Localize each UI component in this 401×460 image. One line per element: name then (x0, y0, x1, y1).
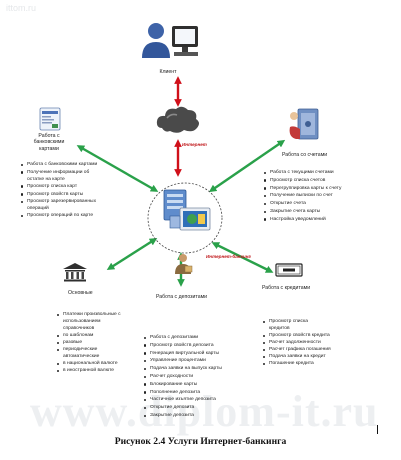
list-item: Работа с депозитами (144, 334, 270, 342)
list-item: Просмотр свойств депозита (144, 342, 270, 350)
list-item: Настройка уведомлений (264, 216, 390, 224)
basic-bank-building-icon (62, 262, 88, 287)
list-item: Получение информации об остатке на карте (21, 169, 105, 183)
list-item: Просмотр списка счетов (264, 177, 390, 185)
list-item: Управление процентами (144, 357, 270, 365)
internet-label: Интернет (182, 142, 207, 147)
list-item: Платежи произвольные с использованием сп… (57, 311, 127, 332)
list-item: Расчет доходности (144, 373, 270, 381)
list-item: Просмотр списка кредитов (263, 318, 325, 332)
bank-cards-list: Работа с банковскими картами Получение и… (20, 161, 147, 220)
client-computer-icon (138, 18, 206, 71)
accounts-safe-icon (288, 107, 320, 148)
bank-cards-icon (39, 107, 61, 136)
list-item: Открытие депозита (144, 404, 270, 412)
list-item: Просмотр свойств карты (21, 191, 147, 199)
arrow-credits-hub (211, 242, 274, 273)
arrow-basic-hub (106, 237, 158, 271)
accounts-label: Работа со счетами (282, 152, 328, 158)
arrow-cards-hub (76, 145, 159, 192)
list-item: в национальной валюте (57, 360, 127, 367)
client-label: Клиент (159, 69, 177, 75)
list-item: периодические автоматические (57, 346, 127, 360)
list-item: Перегруппировка карты к счету (264, 185, 390, 193)
internet-cloud-icon (154, 104, 202, 143)
bank-cards-label: Работа с банковскими картами (33, 133, 65, 152)
list-item: Генерация виртуальной карты (144, 350, 270, 358)
list-item: Подача заявки на выпуск карты (144, 365, 270, 373)
list-item: Просмотр зарезервированных операций (21, 198, 113, 212)
list-item: Закрытие депозита (144, 412, 270, 420)
credits-list: Просмотр списка кредитов Просмотр свойст… (262, 318, 355, 367)
basic-label: Основные (68, 290, 93, 296)
figure-caption: Рисунок 2.4 Услуги Интернет-банкинга (114, 436, 287, 447)
list-item: Просмотр списка карт (21, 183, 147, 191)
credits-banknote-icon (275, 263, 303, 282)
list-item: Работа с банковскими картами (21, 161, 147, 169)
list-item: Просмотр свойств кредита (263, 332, 355, 339)
deposits-list: Работа с депозитами Просмотр свойств деп… (143, 334, 270, 420)
list-item: по шаблонам (57, 332, 127, 339)
arrow-accounts-hub (208, 139, 286, 193)
list-item: Просмотр операций по карте (21, 212, 147, 220)
list-item: Расчет задолженности (263, 339, 355, 346)
list-item: Закрытие счета карты (264, 208, 390, 216)
text-cursor (377, 425, 378, 434)
list-item: в иностранной валюте (57, 367, 127, 374)
basic-list: Платежи произвольные с использованием сп… (56, 311, 127, 374)
credits-label: Работа с кредитами (262, 285, 311, 291)
list-item: Подача заявки на кредит (263, 353, 355, 360)
deposits-person-icon (172, 252, 194, 281)
list-item: Пополнение депозита (144, 389, 270, 397)
internet-banking-server-icon (160, 186, 216, 241)
list-item: Частичное изъятие депозита (144, 396, 270, 404)
list-item: Погашение кредита (263, 360, 355, 367)
list-item: Блокирование карты (144, 381, 270, 389)
list-item: Работа с текущими счетами (264, 169, 390, 177)
internet-banking-label: Интернет-банкинг (206, 254, 251, 259)
deposits-label: Работа с депозитами (156, 294, 208, 300)
list-item: Расчет графика погашения (263, 346, 355, 353)
hub-ring (147, 182, 223, 254)
list-item: Получение выписки по счет (264, 192, 390, 200)
list-item: Открытие счета (264, 200, 390, 208)
accounts-list: Работа с текущими счетами Просмотр списк… (263, 169, 390, 224)
list-item: разовые (57, 339, 127, 346)
